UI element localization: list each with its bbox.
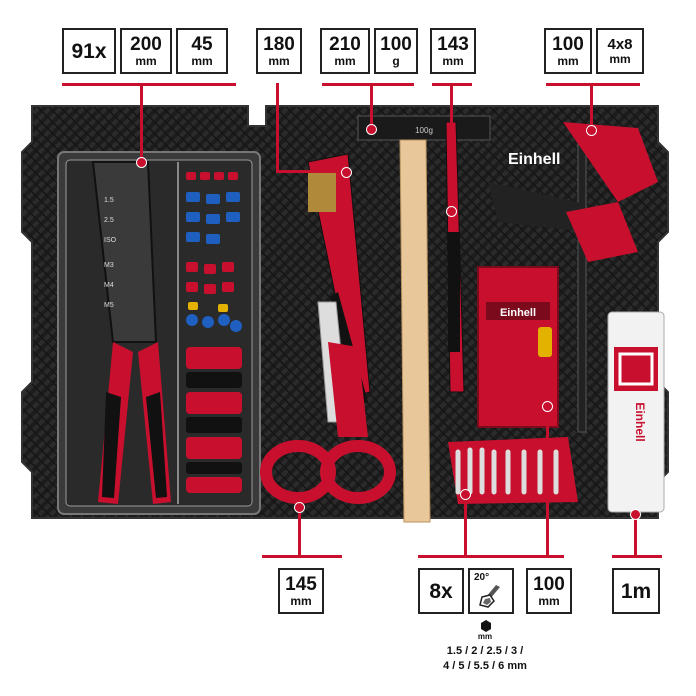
- label-200mm: 200 mm: [120, 28, 172, 74]
- label-8x: 8x: [418, 568, 464, 614]
- label-45mm: 45 mm: [176, 28, 228, 74]
- hammer: 100g: [357, 115, 491, 523]
- label-100g-unit: g: [392, 54, 400, 68]
- leader-line-91x-vert: [140, 83, 143, 161]
- leader-dot-143: [446, 206, 457, 217]
- label-100g-value: 100: [380, 34, 412, 55]
- label-143mm: 143 mm: [430, 28, 476, 74]
- leader-line-8x: [418, 555, 564, 558]
- scissors: [260, 301, 396, 504]
- label-8x-value: 8x: [429, 579, 453, 603]
- level-brand: Einhell: [500, 307, 536, 319]
- label-180-value: 180: [263, 34, 295, 55]
- label-210-value: 210: [329, 34, 361, 55]
- label-145-unit: mm: [290, 594, 312, 608]
- label-200-unit: mm: [135, 54, 157, 68]
- leader-dot-180: [341, 167, 352, 178]
- label-100g: 100 g: [374, 28, 418, 74]
- svg-text:M4: M4: [104, 282, 114, 289]
- label-180mm: 180 mm: [256, 28, 302, 74]
- bar-clamp: [488, 122, 658, 433]
- label-91x-value: 91x: [71, 39, 107, 63]
- label-91x: 91x: [62, 28, 116, 74]
- hex-key-set: [448, 437, 578, 504]
- label-100bot-unit: mm: [538, 594, 560, 608]
- label-20deg: 20°: [468, 568, 514, 614]
- svg-text:ISO: ISO: [104, 237, 117, 244]
- leader-dot-1m: [630, 509, 641, 520]
- rule-brand: Einhell: [633, 402, 647, 441]
- label-145mm: 145 mm: [278, 568, 324, 614]
- label-1m-value: 1m: [620, 579, 652, 603]
- label-100mm-bottom: 100 mm: [526, 568, 572, 614]
- svg-text:2.5: 2.5: [104, 217, 114, 224]
- hex-sizes-line1: 1.5 / 2 / 2.5 / 3 /: [446, 645, 524, 657]
- leader-line-1m: [634, 512, 637, 556]
- hammer-weight-mark: 100g: [415, 126, 433, 135]
- label-143-unit: mm: [442, 54, 464, 68]
- leader-dot-100bot: [542, 401, 553, 412]
- leader-line-145: [298, 505, 301, 555]
- label-100top-unit: mm: [557, 54, 579, 68]
- leader-line-180-h: [276, 170, 346, 173]
- leader-line-8x-v: [464, 492, 467, 556]
- leader-line-210-v: [370, 83, 373, 125]
- label-145-value: 145: [285, 574, 317, 595]
- label-4x8mm: 4x8 mm: [596, 28, 644, 74]
- svg-text:1.5: 1.5: [104, 197, 114, 204]
- leader-dot-100top: [586, 125, 597, 136]
- label-180-unit: mm: [268, 54, 290, 68]
- leader-line-143-v: [450, 83, 453, 208]
- label-143-value: 143: [437, 34, 469, 55]
- leader-line-91x: [62, 83, 236, 86]
- hex-key-angle-icon: [479, 585, 500, 608]
- label-100top-value: 100: [552, 34, 584, 55]
- leader-dot-145: [294, 502, 305, 513]
- leader-line-100bot-v: [546, 404, 549, 556]
- label-210-unit: mm: [334, 54, 356, 68]
- spirit-level: Einhell: [477, 266, 559, 428]
- svg-text:M3: M3: [104, 262, 114, 269]
- label-45-value: 45: [191, 34, 213, 55]
- hex-icon: [481, 620, 491, 632]
- leader-line-100top-v: [590, 83, 593, 128]
- leader-dot-91x: [136, 157, 147, 168]
- label-100mm-top: 100 mm: [544, 28, 592, 74]
- leader-dot-8x: [460, 489, 471, 500]
- label-4x8-value: 4x8: [607, 36, 633, 53]
- terminals: [186, 172, 242, 493]
- label-1m: 1m: [612, 568, 660, 614]
- label-200-value: 200: [130, 34, 162, 55]
- leader-line-210: [322, 83, 414, 86]
- leader-dot-210: [366, 124, 377, 135]
- foam-brand-logo: Einhell: [508, 151, 560, 168]
- svg-text:M5: M5: [104, 302, 114, 309]
- label-4x8-unit: mm: [609, 52, 631, 66]
- hex-unit: mm: [477, 632, 493, 641]
- leader-line-180: [276, 83, 279, 173]
- leader-line-100top: [546, 83, 640, 86]
- label-45-unit: mm: [191, 54, 213, 68]
- label-100bot-value: 100: [533, 574, 565, 595]
- leader-line-1m-h: [612, 555, 662, 558]
- label-210mm: 210 mm: [320, 28, 370, 74]
- label-20deg-value: 20°: [474, 572, 490, 583]
- leader-line-145-h: [262, 555, 342, 558]
- folding-rule: Einhell: [607, 311, 665, 513]
- hex-sizes-line2: 4 / 5 / 5.5 / 6 mm: [443, 660, 527, 672]
